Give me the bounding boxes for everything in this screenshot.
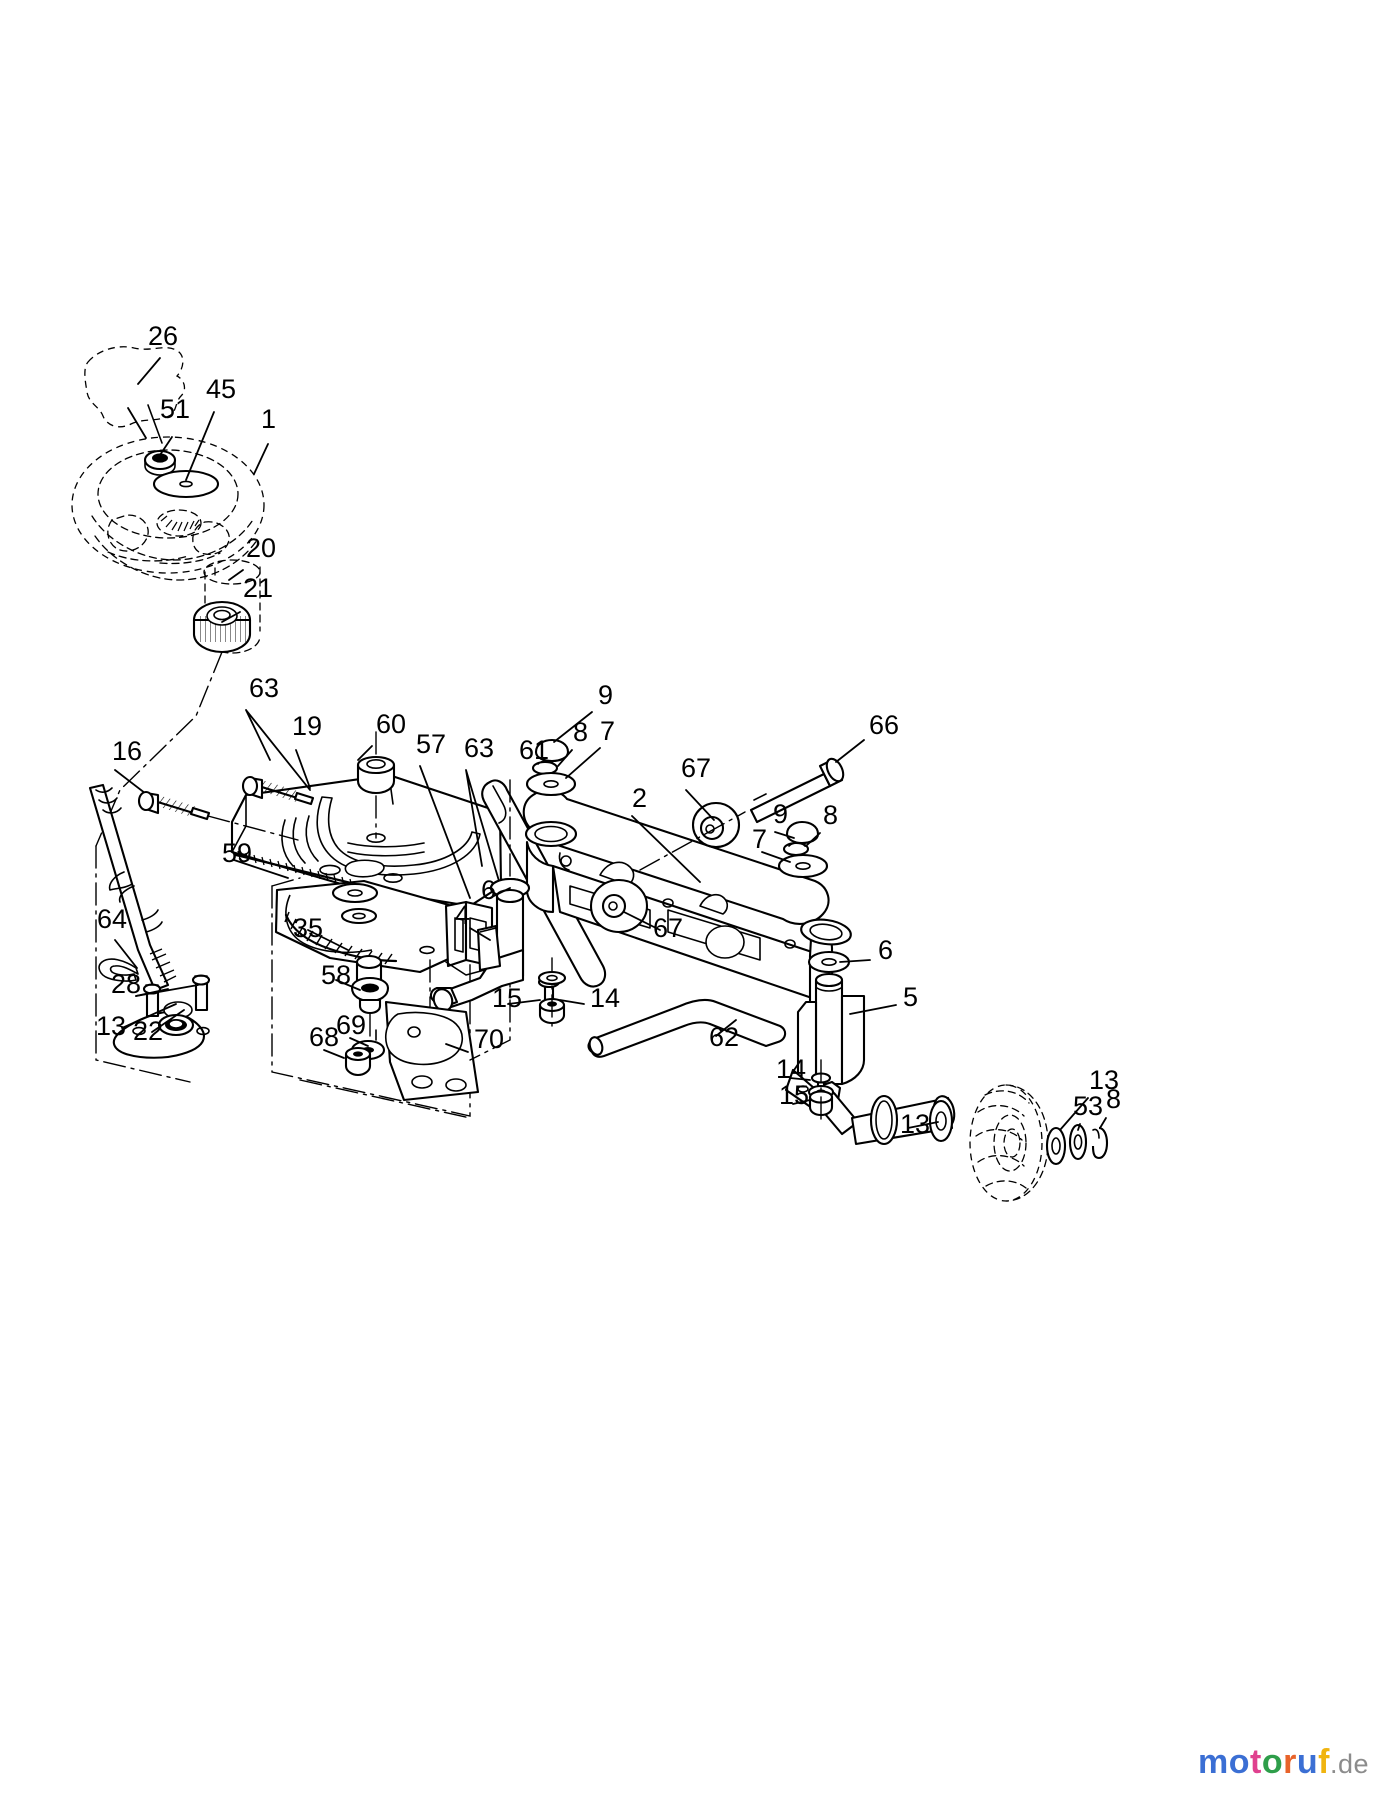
bolt-28-right [191,974,211,1012]
part-callout-5: 5 [903,982,918,1012]
part-callout-15-b: 15 [779,1080,809,1110]
part-callout-15-a: 15 [492,983,522,1013]
part-callout-64: 64 [97,904,127,934]
part-callout-58: 58 [321,960,351,990]
part-callout-14-a: 14 [590,983,620,1013]
part-callout-57: 57 [416,729,446,759]
part-callout-8-c: 8 [1106,1084,1121,1114]
part-callout-67-b: 67 [653,913,683,943]
watermark-letters: motoruf [1198,1743,1330,1782]
steering-plate-assembly [137,731,503,1117]
watermark-motoruf: motoruf.de [1198,1743,1369,1782]
steering-wheel-assembly [71,346,265,654]
part-callout-14-b: 14 [776,1054,806,1084]
watermark-letter-6: f [1318,1743,1330,1781]
watermark-letter-5: u [1296,1743,1319,1781]
part-callout-63-a: 63 [249,673,279,703]
left-spindle-assembly [429,877,567,1031]
part-callout-13-c: 13 [900,1109,930,1139]
part-callout-63-b: 63 [464,733,494,763]
fastener-stack-left [525,738,577,797]
watermark-letter-3: o [1261,1743,1284,1781]
part-callout-13-a: 13 [96,1011,126,1041]
watermark-tld: .de [1329,1749,1369,1779]
part-callout-66: 66 [869,710,899,740]
bolt-66 [639,757,845,871]
part-callout-26: 26 [148,321,178,351]
part-callout-59: 59 [222,838,252,868]
tire-dashed [969,1084,1049,1202]
part-callout-53: 53 [1073,1091,1103,1121]
part-callout-9-b: 9 [773,799,788,829]
bolt-63-upper [241,775,315,806]
pedal-bracket-assembly [344,1000,480,1102]
part-callout-35: 35 [293,913,323,943]
front-wheel-assembly [928,1084,1109,1202]
watermark-letter-0: m [1197,1743,1229,1781]
part-callout-13-b: 13 [1089,1065,1119,1095]
watermark-letter-4: r [1283,1743,1297,1781]
part-callout-45: 45 [206,374,236,404]
part-callout-1: 1 [261,404,276,434]
part-callout-8-a: 8 [573,717,588,747]
part-callout-62: 62 [709,1022,739,1052]
part-callout-6-a: 6 [481,875,496,905]
steering-shaft-assembly [88,783,211,1059]
part-callout-67-a: 67 [681,753,711,783]
part-callout-7-b: 7 [752,824,767,854]
part-callout-61: 61 [519,735,549,765]
part-callout-70: 70 [474,1024,504,1054]
part-callout-69: 69 [336,1010,366,1040]
part-callout-22: 22 [133,1016,163,1046]
watermark-letter-1: o [1228,1743,1250,1781]
part-callout-8-b: 8 [823,800,838,830]
leader-lines-wheel [127,357,269,623]
part-callout-9-a: 9 [598,680,613,710]
part-callout-16: 16 [112,736,142,766]
part-callout-20: 20 [246,533,276,563]
part-callout-28: 28 [111,969,141,999]
part-callout-6-b: 6 [878,935,893,965]
bolt-63-lower [137,790,211,821]
part-callout-2: 2 [632,783,647,813]
part-callout-21: 21 [243,573,273,603]
fastener-stack-right [777,820,829,879]
part-callout-4: 4 [455,900,470,930]
watermark-letter-2: t [1250,1743,1262,1781]
part-callout-19: 19 [292,711,322,741]
part-callout-51: 51 [160,394,190,424]
part-callout-68: 68 [309,1022,339,1052]
part-callout-7-a: 7 [600,716,615,746]
part-callout-60: 60 [376,709,406,739]
